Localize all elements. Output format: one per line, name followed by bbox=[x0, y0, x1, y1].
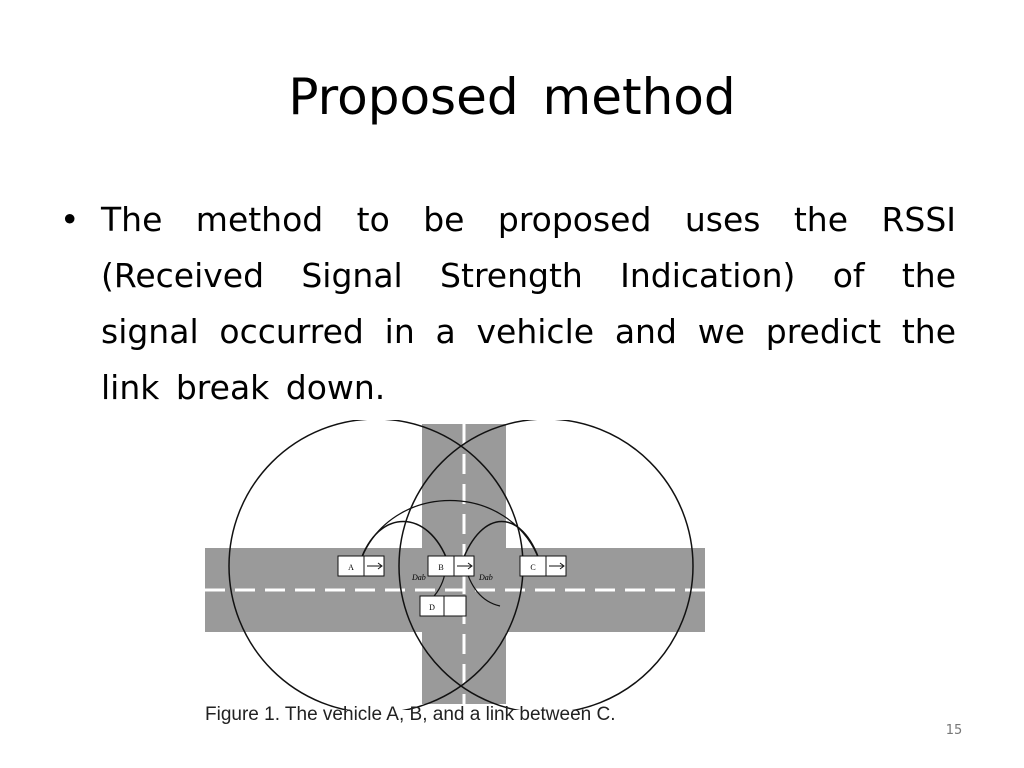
vehicle-a: A bbox=[337, 555, 385, 577]
bullet-marker: • bbox=[60, 200, 80, 239]
distance-bc-label: Dab bbox=[478, 573, 493, 582]
figure-caption: Figure 1. The vehicle A, B, and a link b… bbox=[205, 704, 616, 725]
vehicle-d: D bbox=[419, 595, 467, 617]
vehicle-a-label: A bbox=[348, 563, 354, 572]
link-arc-a-c bbox=[359, 499, 541, 563]
range-circle-c bbox=[398, 420, 694, 710]
vehicle-c: C bbox=[519, 555, 567, 577]
vehicle-b-label: B bbox=[438, 563, 443, 572]
page-number: 15 bbox=[945, 723, 963, 738]
vehicle-c-label: C bbox=[530, 563, 535, 572]
bullet-item: • The method to be proposed uses the RSS… bbox=[60, 192, 956, 416]
vehicle-b: B bbox=[427, 555, 475, 577]
slide-title: Proposed method bbox=[288, 68, 736, 126]
vehicle-d-label: D bbox=[429, 603, 435, 612]
distance-ab-label: Dab bbox=[411, 573, 426, 582]
road-diagram: A B C D Dab Dab bbox=[200, 420, 710, 710]
bullet-text: The method to be proposed uses the RSSI … bbox=[101, 200, 956, 407]
